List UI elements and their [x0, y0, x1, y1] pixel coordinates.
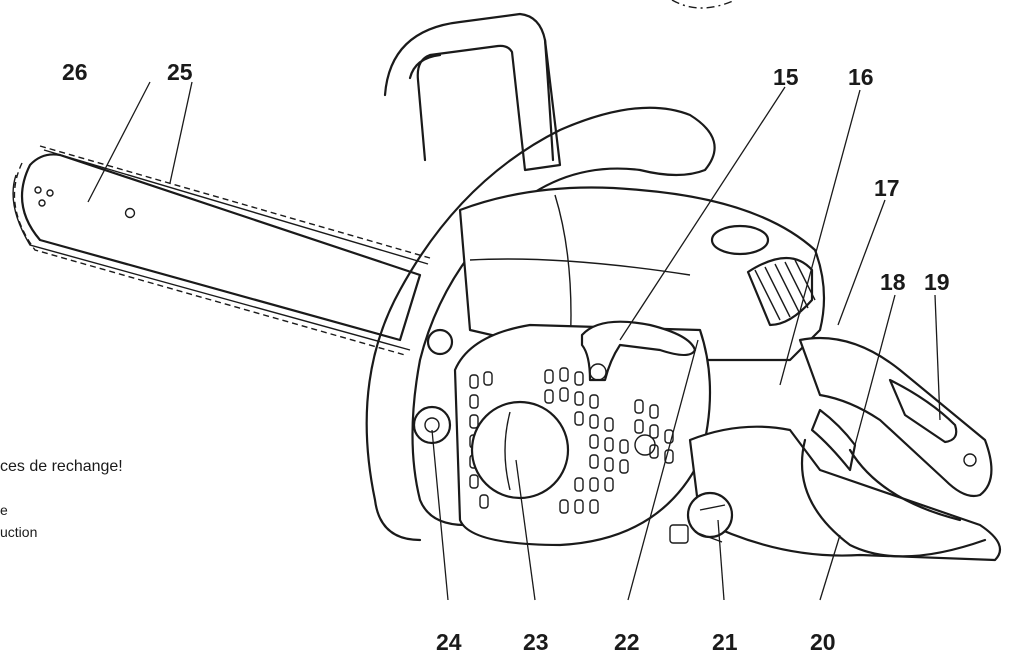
starter-pulley: [470, 400, 570, 500]
engine-cover: [458, 186, 826, 362]
callout-19: 19: [924, 269, 950, 295]
chain-tensioner: [412, 405, 452, 445]
callout-numbers: 26 25 15 16 17 18 19 20 21 22 23 24: [62, 59, 950, 655]
side-text-spare-parts: ces de rechange!: [0, 458, 123, 475]
throttle-trigger: [810, 408, 857, 472]
cover-knob: [710, 224, 770, 256]
cover-vent: [746, 256, 816, 327]
side-text-line-2: e: [0, 502, 8, 518]
front-handle: [383, 12, 562, 172]
starter-grip: [580, 320, 697, 382]
callout-18: 18: [880, 269, 906, 295]
callout-17: 17: [874, 175, 900, 201]
callout-26: 26: [62, 59, 88, 85]
dashed-circle-fragment: [671, 0, 736, 9]
callout-16: 16: [848, 64, 874, 90]
callout-15: 15: [773, 64, 799, 90]
callout-25: 25: [167, 59, 193, 85]
callout-22: 22: [614, 629, 640, 655]
fuel-cap: [686, 491, 734, 539]
rear-handle: [798, 336, 993, 558]
callout-23: 23: [523, 629, 549, 655]
throttle-lock: [888, 378, 958, 444]
side-text-line-3: uction: [0, 524, 38, 540]
callout-21: 21: [712, 629, 738, 655]
callout-24: 24: [436, 629, 462, 655]
callout-20: 20: [810, 629, 836, 655]
leader-lines: [87, 81, 941, 601]
rear-body: [669, 425, 1002, 562]
saw-chain: [13, 145, 431, 356]
guide-bar: [12, 145, 431, 356]
air-grille: [469, 367, 674, 514]
hand-guard: [365, 106, 716, 542]
